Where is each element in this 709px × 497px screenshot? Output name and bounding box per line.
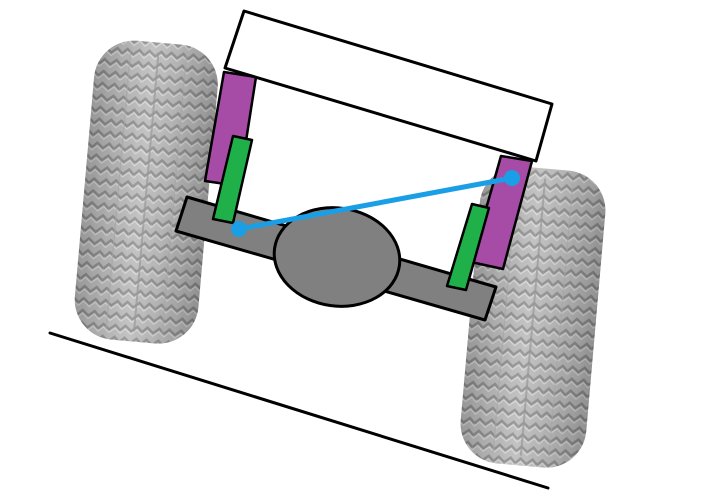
left-shock-absorber bbox=[211, 134, 254, 225]
left-tire bbox=[74, 40, 218, 344]
chassis-body bbox=[223, 9, 554, 163]
ground-line bbox=[48, 331, 550, 490]
panhard-rod bbox=[231, 170, 520, 237]
panhard-rod-left-joint bbox=[231, 221, 247, 237]
panhard-rod-right-joint bbox=[504, 170, 520, 186]
differential-housing bbox=[272, 206, 402, 308]
right-shock-absorber bbox=[445, 202, 491, 292]
